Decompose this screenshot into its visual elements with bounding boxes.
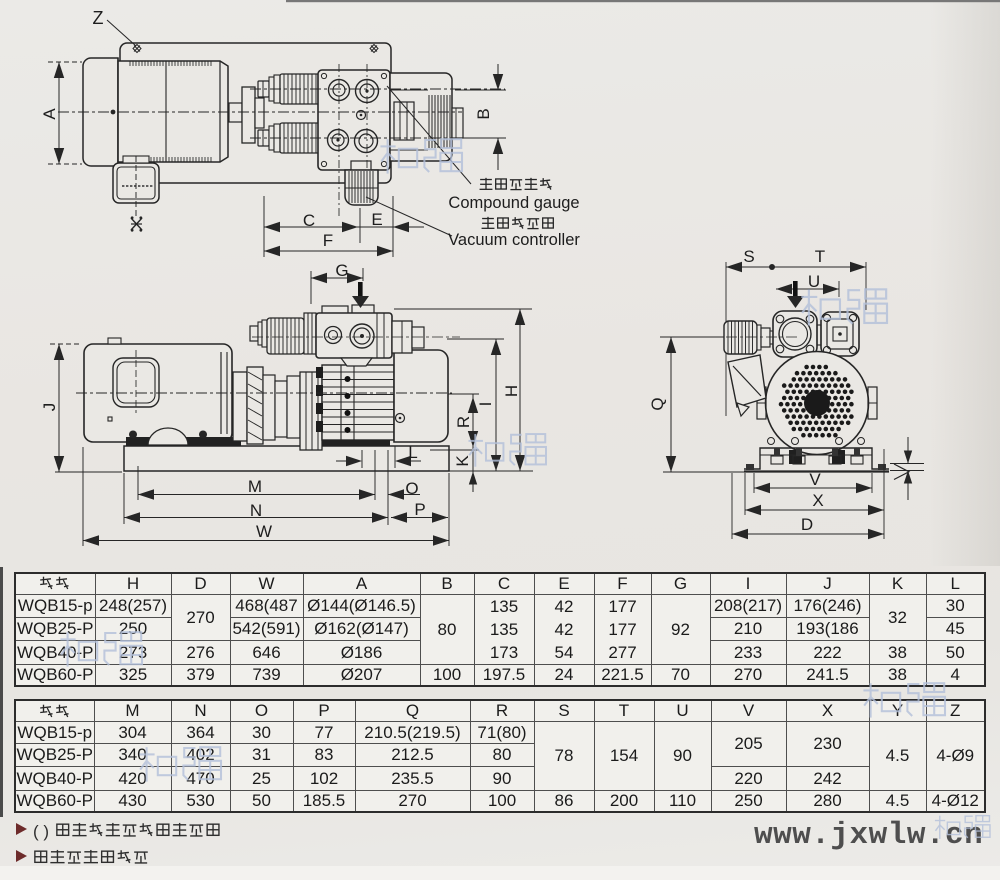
svg-text:M: M	[248, 477, 262, 496]
svg-text:V: V	[809, 470, 821, 489]
svg-text:I: I	[476, 402, 495, 407]
svg-text:S: S	[743, 247, 754, 266]
svg-text:T: T	[815, 247, 825, 266]
svg-text:O: O	[405, 479, 418, 498]
svg-text:G: G	[335, 261, 348, 280]
svg-text:R: R	[454, 416, 473, 428]
svg-text:Vacuum controller: Vacuum controller	[448, 231, 580, 249]
svg-text:Z: Z	[93, 8, 104, 28]
svg-text:E: E	[371, 210, 382, 229]
svg-text:F: F	[323, 231, 333, 250]
svg-text:W: W	[256, 522, 272, 541]
svg-text:C: C	[303, 211, 315, 230]
svg-text:U: U	[808, 272, 820, 291]
svg-text:N: N	[250, 501, 262, 520]
svg-text:H: H	[502, 385, 521, 397]
svg-text:Q: Q	[648, 397, 667, 410]
svg-text:D: D	[801, 515, 813, 534]
svg-text:X: X	[812, 491, 823, 510]
svg-text:B: B	[474, 108, 493, 119]
svg-text:( ): ( )	[33, 822, 49, 841]
svg-text:Compound gauge: Compound gauge	[448, 194, 579, 212]
svg-text:A: A	[40, 108, 59, 120]
svg-text:P: P	[414, 500, 425, 519]
svg-text:K: K	[453, 455, 472, 467]
svg-text:J: J	[40, 403, 59, 412]
svg-text:L: L	[408, 443, 417, 462]
